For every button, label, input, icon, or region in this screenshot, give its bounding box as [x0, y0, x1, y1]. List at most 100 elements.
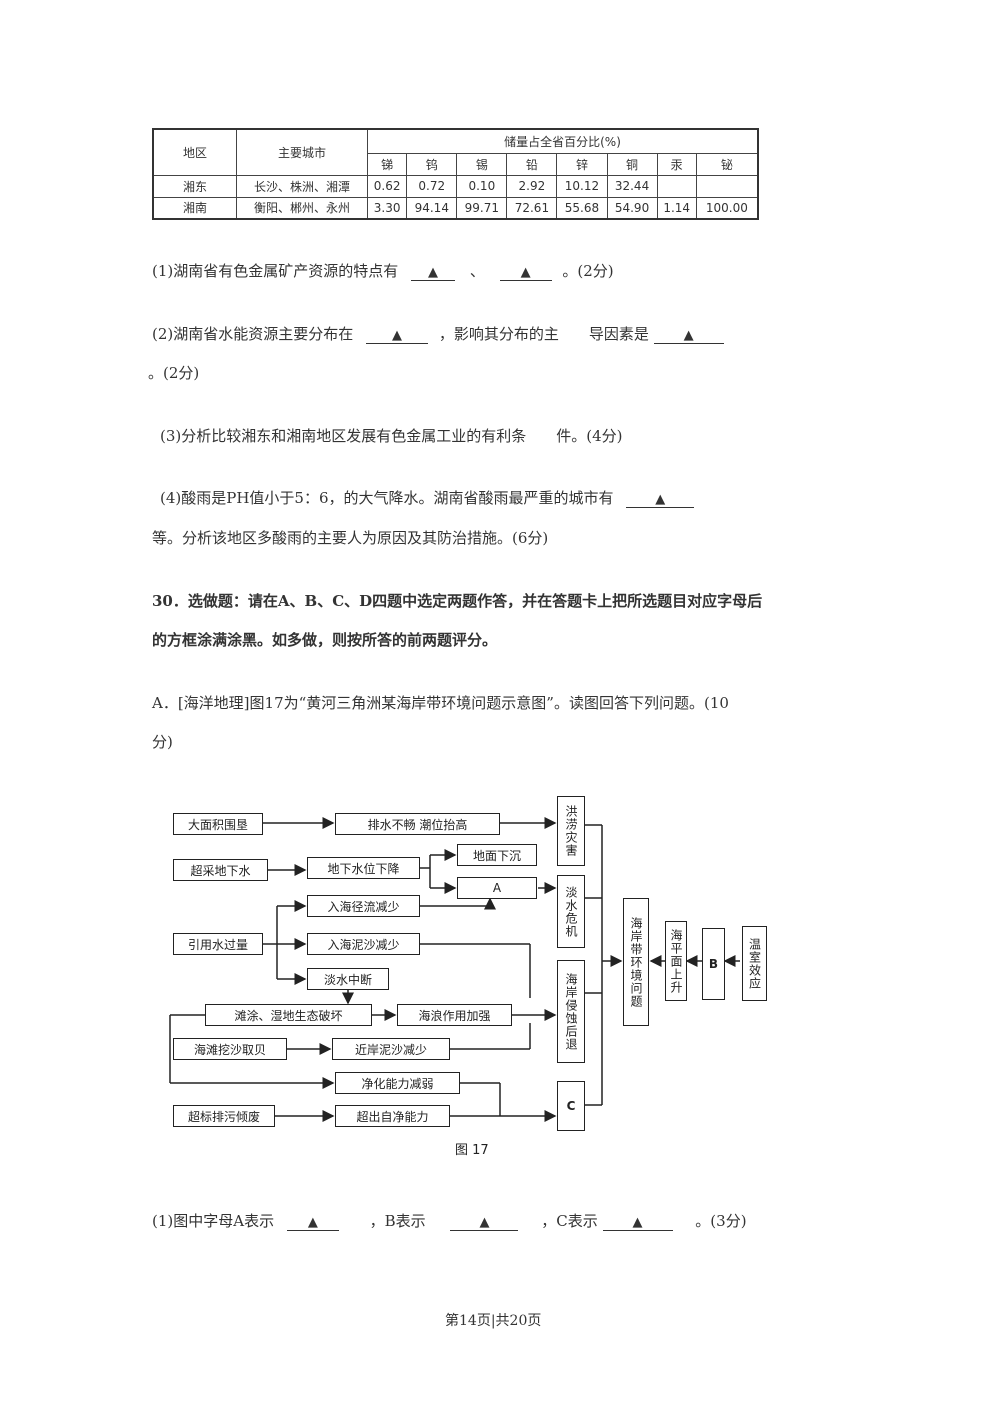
table-cell: 0.72 — [406, 174, 458, 198]
triangle-icon: ▲ — [632, 1215, 643, 1230]
answer-blank[interactable]: ▲ — [411, 262, 456, 281]
question-a-1-text-b: ，B表示 — [369, 1212, 426, 1230]
box-coastal-problem: 海岸带环境问题 — [623, 898, 649, 1026]
table-cell: 3.30 — [366, 196, 408, 220]
table-cell-cities: 长沙、株洲、湘潭 — [236, 174, 368, 198]
table-cell: 94.14 — [406, 196, 458, 220]
table-header-city: 主要城市 — [236, 128, 368, 176]
triangle-icon: ▲ — [428, 265, 439, 280]
box-wetland-damage: 滩涂、湿地生态破坏 — [205, 1004, 372, 1026]
box-freshwater-crisis: 淡水危机 — [557, 875, 585, 948]
table-header-region: 地区 — [152, 128, 237, 176]
question-4-line-2: 等。分析该地区多酸雨的主要人为原因及其防治措施。(6分) — [152, 529, 549, 547]
box-flood-disaster: 洪涝灾害 — [557, 796, 585, 866]
box-sediment-decrease: 入海泥沙减少 — [307, 933, 420, 955]
table-cell: 100.00 — [695, 196, 759, 220]
question-a-line-2: 分) — [152, 733, 173, 751]
triangle-icon: ▲ — [479, 1215, 490, 1230]
question-4: (4)酸雨是PH值小于5：6，的大气降水。湖南省酸雨最严重的城市有 ▲ — [160, 487, 695, 508]
question-a-1-text-c: ，C表示 — [541, 1212, 598, 1230]
answer-blank[interactable]: ▲ — [653, 325, 724, 344]
figure-caption: 图 17 — [455, 1143, 489, 1158]
table-cell-region: 湘南 — [152, 196, 237, 220]
triangle-icon: ▲ — [520, 265, 531, 280]
table-cell: 1.14 — [656, 196, 697, 220]
table-cell: 55.68 — [556, 196, 608, 220]
answer-blank[interactable]: ▲ — [286, 1212, 339, 1231]
table-cell: 0.10 — [456, 174, 508, 198]
table-row: 湘南 衡阳、郴州、永州 3.30 94.14 99.71 72.61 55.68… — [152, 196, 759, 220]
box-label-a: A — [457, 877, 537, 899]
question-30-line-2: 的方框涂满涂黑。如多做，则按所答的前两题评分。 — [152, 631, 498, 649]
answer-blank[interactable]: ▲ — [499, 262, 552, 281]
box-water-table-drop: 地下水位下降 — [307, 857, 420, 879]
question-30-line-1: 30．选做题：请在A、B、C、D四题中选定两题作答，并在答题卡上把所选题目对应字… — [152, 592, 763, 610]
page-footer: 第14页|共20页 — [445, 1313, 542, 1329]
question-1-text: (1)湖南省有色金属矿产资源的特点有 — [152, 262, 399, 280]
box-label-c: C — [557, 1081, 585, 1131]
table-header-reserve: 储量占全省百分比(%) — [367, 128, 759, 154]
question-a-1-text-a: (1)图中字母A表示 — [152, 1212, 275, 1230]
box-sand-digging: 海滩挖沙取贝 — [173, 1038, 287, 1060]
table-cell: 0.62 — [366, 174, 408, 198]
box-label-b: B — [702, 928, 725, 1000]
box-subsidence: 地面下沉 — [457, 844, 537, 866]
coastal-problem-diagram: 大面积围垦 排水不畅 潮位抬高 超采地下水 地下水位下降 地面下沉 A 入海径流… — [165, 793, 785, 1163]
answer-blank[interactable]: ▲ — [602, 1212, 673, 1231]
table-cell: 99.71 — [456, 196, 508, 220]
box-purification-weaken: 净化能力减弱 — [335, 1072, 460, 1094]
table-cell: 2.92 — [506, 174, 558, 198]
question-a-1-score: 。(3分) — [695, 1212, 747, 1230]
table-cell: 10.12 — [556, 174, 608, 198]
table-cell-cities: 衡阳、郴州、永州 — [236, 196, 368, 220]
box-sea-level-rise: 海平面上升 — [665, 921, 687, 1001]
box-exceed-capacity: 超出自净能力 — [335, 1105, 450, 1127]
table-row: 湘东 长沙、株洲、湘潭 0.62 0.72 0.10 2.92 10.12 32… — [152, 174, 759, 198]
box-poor-drainage: 排水不畅 潮位抬高 — [335, 813, 500, 835]
question-a-1: (1)图中字母A表示 ▲ ，B表示 ▲ ，C表示 ▲ 。(3分) — [152, 1210, 747, 1231]
table-header-mineral: 锑 — [366, 152, 408, 176]
table-cell-region: 湘东 — [152, 174, 237, 198]
table-header-mineral: 锡 — [456, 152, 508, 176]
diagram-connectors — [169, 817, 740, 1122]
table-cell — [695, 174, 759, 198]
box-overpumping: 超采地下水 — [173, 859, 268, 881]
question-1-score: 。(2分) — [562, 262, 614, 280]
box-overuse-water: 引用水过量 — [173, 933, 263, 955]
box-greenhouse-effect: 温室效应 — [742, 926, 767, 1001]
box-reclamation: 大面积围垦 — [173, 813, 263, 835]
box-freshwater-cutoff: 淡水中断 — [307, 968, 389, 990]
table-header-mineral: 铋 — [695, 152, 759, 176]
mineral-reserve-table: 地区 主要城市 储量占全省百分比(%) 锑 钨 锡 铅 锌 铜 汞 铋 湘东 长… — [152, 128, 759, 220]
triangle-icon: ▲ — [307, 1215, 318, 1230]
table-header-mineral: 钨 — [406, 152, 458, 176]
answer-blank[interactable]: ▲ — [626, 489, 695, 508]
answer-blank[interactable]: ▲ — [450, 1212, 519, 1231]
table-cell — [656, 174, 697, 198]
table-cell: 54.90 — [606, 196, 658, 220]
box-wave-action: 海浪作用加强 — [397, 1004, 512, 1026]
table-header-mineral: 汞 — [656, 152, 697, 176]
table-header-mineral: 锌 — [556, 152, 608, 176]
question-4-text-a: (4)酸雨是PH值小于5：6，的大气降水。湖南省酸雨最严重的城市有 — [160, 489, 614, 507]
question-3: (3)分析比较湘东和湘南地区发展有色金属工业的有利条 件。(4分) — [160, 427, 623, 445]
table-cell: 72.61 — [506, 196, 558, 220]
table-header-mineral: 铅 — [506, 152, 558, 176]
triangle-icon: ▲ — [392, 328, 403, 343]
box-runoff-decrease: 入海径流减少 — [307, 895, 420, 917]
question-2-text-b: ，影响其分布的主 导因素是 — [438, 325, 649, 343]
box-nearshore-sediment: 近岸泥沙减少 — [332, 1038, 450, 1060]
question-2-text-a: (2)湖南省水能资源主要分布在 — [152, 325, 354, 343]
triangle-icon: ▲ — [655, 492, 666, 507]
table-header-mineral: 铜 — [606, 152, 658, 176]
triangle-icon: ▲ — [683, 328, 694, 343]
question-2-score: 。(2分) — [148, 364, 200, 382]
question-1-separator: 、 — [469, 262, 485, 280]
question-2: (2)湖南省水能资源主要分布在 ▲ ，影响其分布的主 导因素是 ▲ — [152, 323, 724, 344]
answer-blank[interactable]: ▲ — [366, 325, 429, 344]
box-coast-erosion: 海岸侵蚀后退 — [557, 960, 585, 1063]
box-excess-discharge: 超标排污倾废 — [173, 1105, 275, 1127]
table-cell: 32.44 — [606, 174, 658, 198]
question-1: (1)湖南省有色金属矿产资源的特点有 ▲ 、 ▲ 。(2分) — [152, 260, 614, 281]
question-a-line-1: A．[海洋地理]图17为“黄河三角洲某海岸带环境问题示意图”。读图回答下列问题。… — [152, 694, 729, 712]
